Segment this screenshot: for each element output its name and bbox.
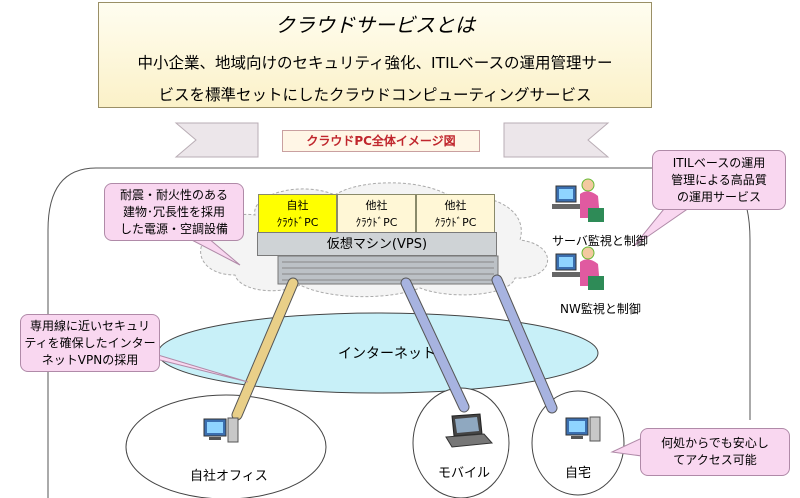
cloud-pc-label: ｸﾗｳﾄﾞPC xyxy=(355,216,398,229)
itil-callout-line: の運用サービス xyxy=(676,190,761,204)
itil-callout-line: 管理による高品質 xyxy=(671,173,767,187)
server-rack xyxy=(277,255,499,285)
office-ellipse xyxy=(125,394,327,498)
cloud-pc-own: 自社 ｸﾗｳﾄﾞPC xyxy=(258,194,337,233)
banner-ribbon xyxy=(174,122,259,158)
vpn-callout: 専用線に近いセキュリ ティを確保したインター ネットVPNの採用 xyxy=(20,314,160,372)
header-box: クラウドサービスとは 中小企業、地域向けのセキュリティ強化、ITILベースの運用… xyxy=(98,2,652,108)
vpn-callout-line: ネットVPNの採用 xyxy=(41,353,139,367)
vpn-callout-line: ティを確保したインター xyxy=(24,336,156,350)
itil-callout: ITILベースの運用 管理による高品質 の運用サービス xyxy=(652,150,786,210)
home-computer-icon xyxy=(565,416,601,442)
server-monitoring-label: サーバ監視と制御 xyxy=(552,234,648,248)
vpn-callout-line: 専用線に近いセキュリ xyxy=(29,319,150,333)
facility-callout-line: した電源・空調設備 xyxy=(119,222,228,236)
anywhere-callout-line: 何処からでも安心し xyxy=(661,436,769,450)
office-label: 自社オフィス xyxy=(190,469,268,484)
banner-ribbon-right xyxy=(503,122,610,158)
cloud-pc-company: 他社 xyxy=(365,199,388,212)
network-operator-icon xyxy=(552,246,604,290)
header-description-line2: ビスを標準セットにしたクラウドコンピューティングサービス xyxy=(158,86,592,104)
facility-callout-line: 耐震・耐火性のある xyxy=(119,188,228,202)
cloud-pc-other-2: 他社 ｸﾗｳﾄﾞPC xyxy=(416,194,495,233)
cloud-pc-other-1: 他社 ｸﾗｳﾄﾞPC xyxy=(337,194,416,233)
itil-callout-line: ITILベースの運用 xyxy=(672,156,766,170)
header-description-line1: 中小企業、地域向けのセキュリティ強化、ITILベースの運用管理サー xyxy=(137,54,613,72)
home-label: 自宅 xyxy=(565,466,592,481)
anywhere-callout: 何処からでも安心し てアクセス可能 xyxy=(640,428,790,476)
cloud-pc-company: 自社 xyxy=(286,199,309,212)
anywhere-callout-line: てアクセス可能 xyxy=(673,453,757,467)
facility-callout: 耐震・耐火性のある 建物･冗長性を採用 した電源・空調設備 xyxy=(104,183,244,241)
internet-label: インターネット xyxy=(338,346,436,362)
header-title: クラウドサービスとは xyxy=(275,13,475,37)
laptop-icon xyxy=(445,413,494,448)
cloud-pc-company: 他社 xyxy=(444,199,467,212)
mobile-label: モバイル xyxy=(438,466,491,481)
cloud-pc-label: ｸﾗｳﾄﾞPC xyxy=(434,216,477,229)
diagram-subtitle: クラウドPC全体イメージ図 xyxy=(282,130,480,152)
cloud-pc-label: ｸﾗｳﾄﾞPC xyxy=(276,216,319,229)
home-ellipse xyxy=(531,390,625,496)
facility-callout-line: 建物･冗長性を採用 xyxy=(122,205,225,219)
network-monitoring-label: NW監視と制御 xyxy=(560,302,641,316)
server-operator-icon xyxy=(552,178,604,222)
office-computer-icon xyxy=(203,417,239,443)
vps-bar: 仮想マシン(VPS) xyxy=(257,232,497,256)
